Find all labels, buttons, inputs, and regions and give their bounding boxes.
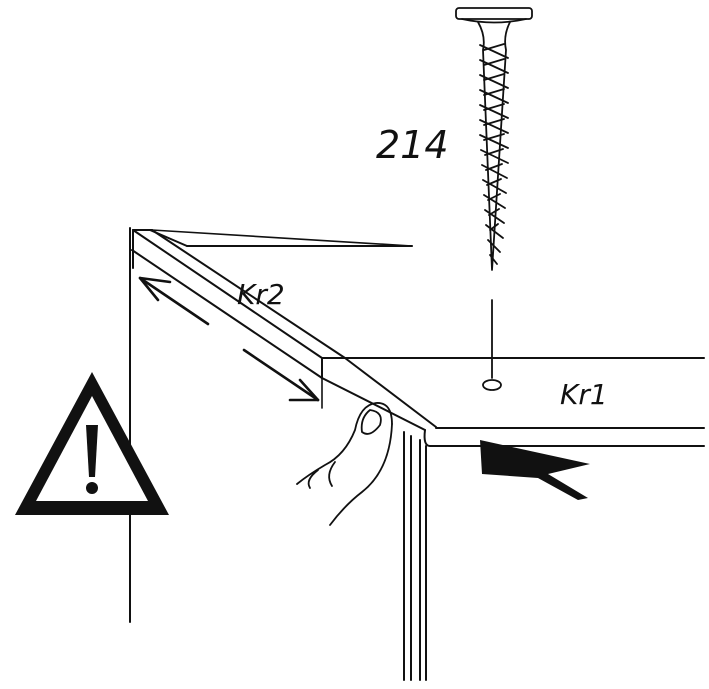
finger-hand-icon	[296, 402, 393, 526]
screw-icon	[455, 7, 533, 391]
double-arrow-icon	[138, 276, 323, 409]
side-panel-kr2	[129, 227, 413, 623]
panel-kr2-label: Kr2	[237, 278, 285, 311]
warning-triangle-icon	[15, 372, 169, 515]
top-panel-kr1	[321, 357, 705, 681]
part-number-label: 214	[376, 123, 449, 167]
panel-kr1-label: Kr1	[560, 378, 608, 411]
push-arrow-icon	[480, 440, 590, 500]
